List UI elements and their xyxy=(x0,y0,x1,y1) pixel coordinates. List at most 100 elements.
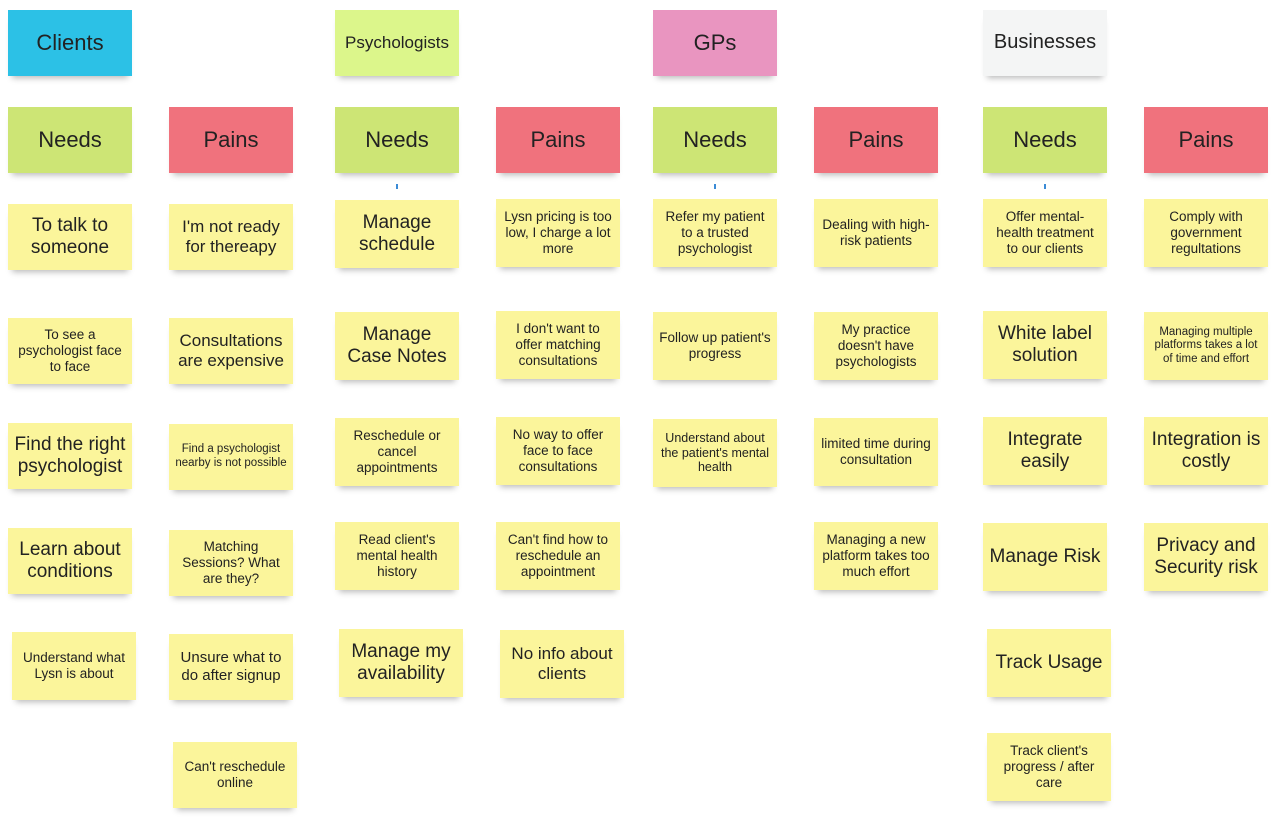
note-text: Track Usage xyxy=(995,651,1103,673)
sticky-note[interactable]: Find the right psychologist xyxy=(8,423,132,489)
column-label: Pains xyxy=(530,127,586,153)
sticky-note[interactable]: No info about clients xyxy=(500,630,624,698)
note-text: Manage Risk xyxy=(989,545,1101,567)
group-header-psychologists[interactable]: Psychologists xyxy=(335,10,459,76)
note-text: Understand what Lysn is about xyxy=(22,650,126,681)
sticky-note[interactable]: Manage Case Notes xyxy=(335,312,459,380)
note-text: To see a psychologist face to face xyxy=(18,327,122,374)
sticky-note[interactable]: Privacy and Security risk xyxy=(1144,523,1268,591)
sticky-note[interactable]: To see a psychologist face to face xyxy=(8,318,132,384)
sticky-note[interactable]: Reschedule or cancel appointments xyxy=(335,418,459,486)
connector-tick xyxy=(396,184,398,189)
sticky-note[interactable]: Offer mental-health treatment to our cli… xyxy=(983,199,1107,267)
sticky-note[interactable]: Learn about conditions xyxy=(8,528,132,594)
sticky-note[interactable]: Managing multiple platforms takes a lot … xyxy=(1144,312,1268,380)
psychologists-pains-header[interactable]: Pains xyxy=(496,107,620,173)
note-text: Reschedule or cancel appointments xyxy=(353,428,441,475)
note-text: Offer mental-health treatment to our cli… xyxy=(996,209,1094,256)
sticky-note[interactable]: Refer my patient to a trusted psychologi… xyxy=(653,199,777,267)
sticky-note[interactable]: Dealing with high-risk patients xyxy=(814,199,938,267)
note-text: Can't reschedule online xyxy=(184,759,286,790)
note-text: No info about clients xyxy=(511,643,613,683)
sticky-note[interactable]: Unsure what to do after signup xyxy=(169,634,293,700)
note-text: Learn about conditions xyxy=(19,538,121,582)
sticky-note[interactable]: Follow up patient's progress xyxy=(653,312,777,380)
group-label: Businesses xyxy=(993,31,1097,54)
gps-needs-header[interactable]: Needs xyxy=(653,107,777,173)
note-text: Privacy and Security risk xyxy=(1154,534,1258,578)
sticky-note[interactable]: Find a psychologist nearby is not possib… xyxy=(169,424,293,490)
sticky-note[interactable]: Manage my availability xyxy=(339,629,463,697)
sticky-note[interactable]: Comply with government regultations xyxy=(1144,199,1268,267)
sticky-note[interactable]: To talk to someone xyxy=(8,204,132,270)
sticky-note[interactable]: Integration is costly xyxy=(1144,417,1268,485)
note-text: Manage my availability xyxy=(351,640,451,684)
group-header-gps[interactable]: GPs xyxy=(653,10,777,76)
sticky-note[interactable]: Understand about the patient's mental he… xyxy=(653,419,777,487)
note-text: Track client's progress / after care xyxy=(1003,743,1095,790)
clients-pains-header[interactable]: Pains xyxy=(169,107,293,173)
note-text: Integrate easily xyxy=(1007,428,1083,472)
note-text: Comply with government regultations xyxy=(1169,209,1243,256)
note-text: White label solution xyxy=(998,322,1092,366)
sticky-note[interactable]: Read client's mental health history xyxy=(335,522,459,590)
note-text: Manage Case Notes xyxy=(347,323,447,367)
group-header-businesses[interactable]: Businesses xyxy=(983,10,1107,76)
psychologists-needs-header[interactable]: Needs xyxy=(335,107,459,173)
note-text: Find the right psychologist xyxy=(14,433,126,477)
note-text: My practice doesn't have psychologists xyxy=(835,322,917,369)
note-text: Managing a new platform takes too much e… xyxy=(822,532,930,579)
sticky-note[interactable]: Track client's progress / after care xyxy=(987,733,1111,801)
note-text: Dealing with high-risk patients xyxy=(822,217,930,248)
connector-tick xyxy=(714,184,716,189)
sticky-note[interactable]: Lysn pricing is too low, I charge a lot … xyxy=(496,199,620,267)
sticky-note[interactable]: Can't find how to reschedule an appointm… xyxy=(496,522,620,590)
sticky-note[interactable]: Integrate easily xyxy=(983,417,1107,485)
note-text: Find a psychologist nearby is not possib… xyxy=(175,443,287,469)
note-text: Matching Sessions? What are they? xyxy=(182,539,280,586)
note-text: Understand about the patient's mental he… xyxy=(660,430,769,475)
sticky-note[interactable]: I'm not ready for thereapy xyxy=(169,204,293,270)
note-text: Integration is costly xyxy=(1151,428,1261,472)
group-label: Psychologists xyxy=(345,32,449,52)
sticky-note[interactable]: Managing a new platform takes too much e… xyxy=(814,522,938,590)
group-label: Clients xyxy=(36,30,104,56)
note-text: Refer my patient to a trusted psychologi… xyxy=(665,209,765,256)
column-label: Pains xyxy=(848,127,904,153)
businesses-needs-header[interactable]: Needs xyxy=(983,107,1107,173)
sticky-note[interactable]: White label solution xyxy=(983,311,1107,379)
sticky-note[interactable]: No way to offer face to face consultatio… xyxy=(496,417,620,485)
note-text: limited time during consultation xyxy=(821,436,931,467)
column-label: Needs xyxy=(683,127,747,153)
sticky-note[interactable]: I don't want to offer matching consultat… xyxy=(496,311,620,379)
connector-tick xyxy=(1044,184,1046,189)
group-header-clients[interactable]: Clients xyxy=(8,10,132,76)
column-label: Needs xyxy=(365,127,429,153)
note-text: No way to offer face to face consultatio… xyxy=(512,427,604,474)
gps-pains-header[interactable]: Pains xyxy=(814,107,938,173)
sticky-note[interactable]: Track Usage xyxy=(987,629,1111,697)
sticky-note[interactable]: limited time during consultation xyxy=(814,418,938,486)
sticky-note[interactable]: Manage Risk xyxy=(983,523,1107,591)
column-label: Pains xyxy=(203,127,259,153)
businesses-pains-header[interactable]: Pains xyxy=(1144,107,1268,173)
sticky-note[interactable]: Consultations are expensive xyxy=(169,318,293,384)
sticky-note[interactable]: Matching Sessions? What are they? xyxy=(169,530,293,596)
note-text: Can't find how to reschedule an appointm… xyxy=(507,532,609,579)
clients-needs-header[interactable]: Needs xyxy=(8,107,132,173)
column-label: Pains xyxy=(1178,127,1234,153)
column-label: Needs xyxy=(1013,127,1077,153)
note-text: Managing multiple platforms takes a lot … xyxy=(1154,325,1258,365)
note-text: Read client's mental health history xyxy=(356,532,438,579)
note-text: Follow up patient's progress xyxy=(659,330,771,361)
sticky-note[interactable]: Manage schedule xyxy=(335,200,459,268)
note-text: Lysn pricing is too low, I charge a lot … xyxy=(504,209,612,256)
note-text: To talk to someone xyxy=(30,214,110,258)
column-label: Needs xyxy=(38,127,102,153)
note-text: Manage schedule xyxy=(358,211,436,255)
sticky-note[interactable]: Understand what Lysn is about xyxy=(12,632,136,700)
sticky-note[interactable]: My practice doesn't have psychologists xyxy=(814,312,938,380)
note-text: Unsure what to do after signup xyxy=(180,649,282,684)
sticky-note[interactable]: Can't reschedule online xyxy=(173,742,297,808)
group-label: GPs xyxy=(693,30,737,56)
